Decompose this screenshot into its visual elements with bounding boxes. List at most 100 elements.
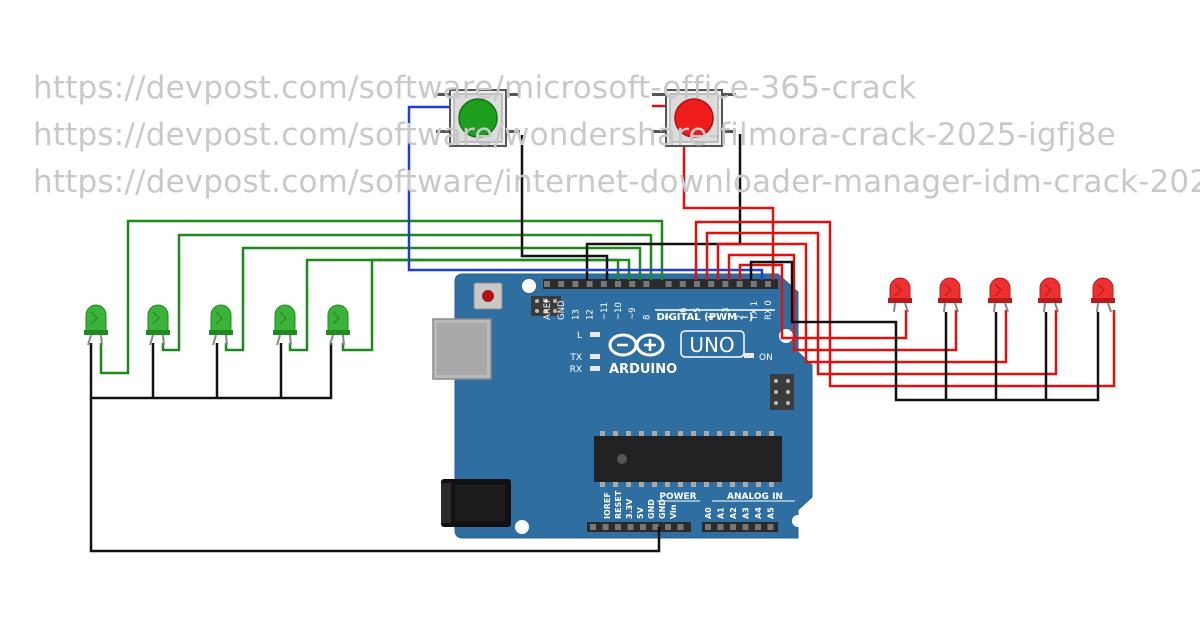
digital-pin-hole[interactable] bbox=[600, 281, 607, 287]
chip-leg bbox=[743, 482, 748, 487]
power-pin-hole[interactable] bbox=[652, 524, 659, 530]
digital-pin-hole[interactable] bbox=[643, 281, 650, 287]
power-pin-hole[interactable] bbox=[590, 524, 596, 530]
green-led-3[interactable] bbox=[209, 304, 233, 346]
digital-pin-hole[interactable] bbox=[615, 281, 621, 287]
chip-leg bbox=[717, 482, 722, 487]
chip-leg bbox=[691, 431, 696, 436]
mounting-hole bbox=[522, 279, 536, 293]
chip-leg bbox=[665, 431, 670, 436]
chip-leg bbox=[769, 431, 774, 436]
analog-pin-hole[interactable] bbox=[767, 524, 774, 530]
power-pin-hole[interactable] bbox=[602, 524, 609, 530]
chip-leg bbox=[678, 482, 683, 487]
led-tx-label: TX bbox=[569, 353, 582, 363]
analog-pin-hole[interactable] bbox=[705, 524, 711, 530]
digital-pin-label: 8 bbox=[642, 315, 652, 320]
digital-pin-hole[interactable] bbox=[572, 281, 579, 287]
analog-pin-label: A5 bbox=[767, 507, 776, 519]
chip-leg bbox=[639, 431, 644, 436]
power-pin-hole[interactable] bbox=[640, 524, 646, 530]
power-pin-label: GND bbox=[647, 499, 656, 519]
analog-pin-hole[interactable] bbox=[730, 524, 736, 530]
analog-pin-hole[interactable] bbox=[755, 524, 761, 530]
chip-leg bbox=[717, 431, 722, 436]
digital-pin-label: ~11 bbox=[600, 302, 610, 320]
red-wire-led4 bbox=[705, 231, 1058, 376]
digital-pin-hole[interactable] bbox=[750, 281, 757, 287]
digital-pin-label: 12 bbox=[586, 309, 596, 320]
reset-button[interactable] bbox=[473, 282, 503, 310]
red-wire-led1 bbox=[738, 263, 908, 340]
chip-leg bbox=[704, 482, 709, 487]
analog-pin-hole[interactable] bbox=[717, 524, 724, 530]
green-led-2[interactable] bbox=[146, 304, 170, 346]
digital-header bbox=[543, 279, 778, 289]
digital-pin-hole[interactable] bbox=[629, 281, 636, 287]
digital-pin-hole[interactable] bbox=[708, 281, 715, 287]
power-pin-hole[interactable] bbox=[615, 524, 621, 530]
ground-wire-red-rail bbox=[749, 260, 1100, 402]
power-pin-label: IOREF bbox=[603, 492, 612, 519]
chip-leg bbox=[730, 431, 735, 436]
digital-pin-hole[interactable] bbox=[558, 281, 565, 287]
green-led-1[interactable] bbox=[84, 304, 108, 346]
digital-pin-hole[interactable] bbox=[722, 281, 729, 287]
digital-pin-label: 7 bbox=[665, 315, 675, 320]
power-pin-hole[interactable] bbox=[627, 524, 634, 530]
green-wire-led5 bbox=[341, 258, 620, 352]
green-wire-led1 bbox=[99, 219, 664, 375]
red-led-5[interactable] bbox=[1091, 277, 1115, 313]
led-on-label: ON bbox=[759, 353, 773, 363]
power-pin-label: 3.3V bbox=[625, 498, 634, 519]
green-push-button[interactable] bbox=[436, 89, 520, 147]
power-pin-label: 5V bbox=[636, 506, 645, 519]
green-wire-led4 bbox=[288, 258, 631, 352]
power-pin-hole[interactable] bbox=[665, 524, 671, 530]
digital-pin-hole[interactable] bbox=[586, 281, 593, 287]
chip-leg bbox=[756, 431, 761, 436]
microcontroller-chip bbox=[594, 431, 782, 487]
chip-leg bbox=[600, 482, 605, 487]
digital-pin-hole[interactable] bbox=[694, 281, 700, 287]
analog-pin-label: A4 bbox=[754, 507, 763, 519]
green-led-5[interactable] bbox=[326, 304, 350, 346]
analog-header bbox=[702, 522, 778, 532]
digital-pin-label: AREF bbox=[543, 298, 553, 320]
chip-leg bbox=[704, 431, 709, 436]
digital-pin-hole[interactable] bbox=[765, 281, 771, 287]
digital-pin-hole[interactable] bbox=[679, 281, 686, 287]
ground-wire-green-rail bbox=[89, 343, 333, 400]
red-led-3[interactable] bbox=[988, 277, 1012, 313]
red-led-2[interactable] bbox=[938, 277, 962, 313]
red-wire-led5 bbox=[694, 220, 1116, 388]
chip-leg bbox=[678, 431, 683, 436]
chip-leg bbox=[626, 431, 631, 436]
digital-pin-hole[interactable] bbox=[544, 281, 550, 287]
chip-leg bbox=[691, 482, 696, 487]
analog-pin-label: A0 bbox=[704, 507, 713, 519]
onboard-leds: L TX RX ON bbox=[569, 331, 773, 375]
led-l-label: L bbox=[577, 331, 582, 341]
chip-leg bbox=[652, 482, 657, 487]
digital-pin-holes bbox=[544, 281, 771, 287]
analog-pin-label: A2 bbox=[729, 507, 738, 519]
chip-leg bbox=[600, 431, 605, 436]
power-header-label: POWER bbox=[659, 492, 696, 502]
digital-pin-hole[interactable] bbox=[665, 281, 672, 287]
red-led-1[interactable] bbox=[888, 277, 912, 313]
digital-pin-hole[interactable] bbox=[736, 281, 743, 287]
digital-pin-label: ~6 bbox=[679, 307, 689, 320]
green-led-4[interactable] bbox=[273, 304, 297, 346]
wires bbox=[89, 104, 1116, 553]
analog-pin-hole[interactable] bbox=[742, 524, 749, 530]
power-pin-label: Vin bbox=[669, 504, 678, 519]
red-push-button[interactable] bbox=[652, 89, 736, 147]
red-led-4[interactable] bbox=[1038, 277, 1062, 313]
power-pin-hole[interactable] bbox=[677, 524, 684, 530]
chip-leg bbox=[639, 482, 644, 487]
led-rx-label: RX bbox=[570, 365, 582, 375]
